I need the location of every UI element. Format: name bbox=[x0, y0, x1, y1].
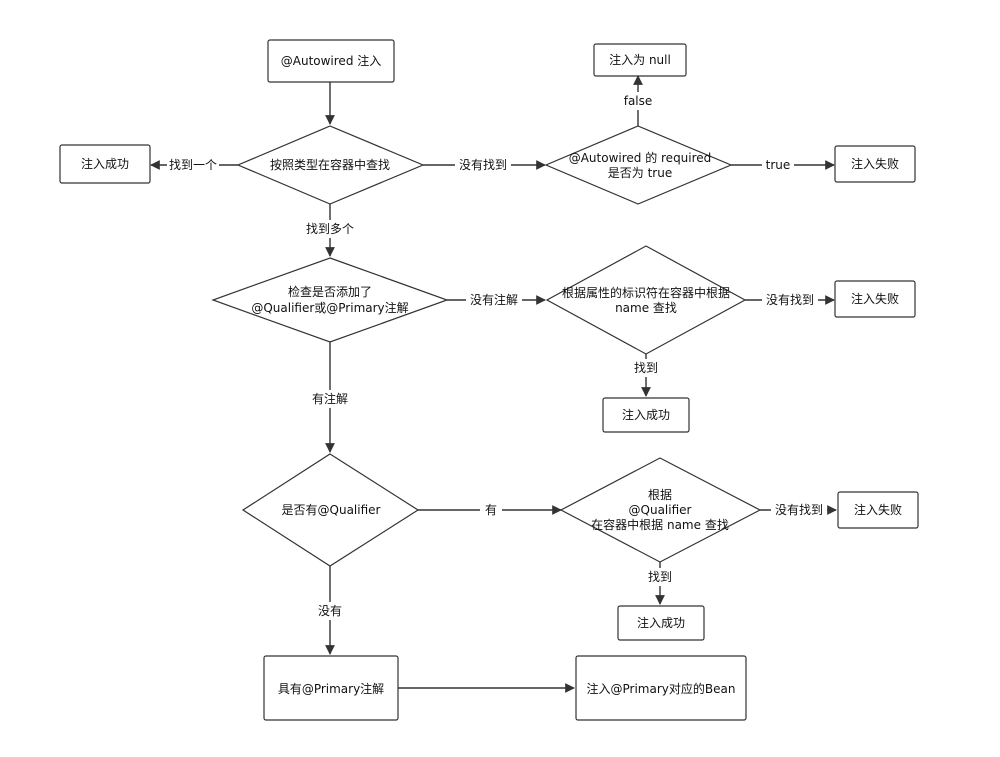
edge-label-has-annotation: 有注解 bbox=[312, 391, 348, 406]
node-required-check-line-2: 是否为 true bbox=[608, 166, 672, 180]
node-success-2: 注入成功 bbox=[602, 397, 690, 433]
node-qualifier-find: 根据 @Qualifier 在容器中根据 name 查找 bbox=[559, 457, 762, 563]
node-fail-3: 注入失败 bbox=[837, 491, 919, 529]
node-qualifier-find-line-1: 根据 bbox=[648, 488, 672, 502]
node-qualifier-find-line-2: @Qualifier bbox=[629, 503, 692, 517]
node-start: @Autowired 注入 bbox=[267, 39, 395, 83]
node-fail-1: 注入失败 bbox=[834, 145, 916, 183]
node-find-by-type-text: 按照类型在容器中查找 bbox=[270, 157, 390, 172]
node-fail-2: 注入失败 bbox=[834, 280, 916, 318]
node-success-2-text: 注入成功 bbox=[622, 407, 670, 422]
edge-label-false: false bbox=[624, 94, 653, 108]
node-success-1: 注入成功 bbox=[59, 144, 151, 184]
edge-label-found-2: 找到 bbox=[634, 361, 658, 375]
node-has-qualifier: 是否有@Qualifier bbox=[241, 453, 420, 567]
edge-labels: 找到一个 没有找到 false true 找到多个 没有注解 没有找到 找到 有… bbox=[167, 92, 827, 620]
node-check-annotation: 检查是否添加了 @Qualifier或@Primary注解 bbox=[211, 257, 449, 343]
edge-label-no-annotation: 没有注解 bbox=[470, 292, 518, 307]
node-start-text: @Autowired 注入 bbox=[281, 53, 382, 68]
edge-label-no-qualifier: 没有 bbox=[318, 603, 342, 618]
node-check-annotation-line-1: 检查是否添加了 bbox=[288, 284, 372, 299]
node-required-check-line-1: @Autowired 的 required bbox=[569, 150, 712, 165]
node-inject-primary-text: 注入@Primary对应的Bean bbox=[587, 681, 736, 696]
edge-label-true: true bbox=[766, 158, 791, 172]
node-has-primary-text: 具有@Primary注解 bbox=[278, 681, 384, 696]
node-success-3: 注入成功 bbox=[617, 605, 705, 641]
edge-label-found-one: 找到一个 bbox=[169, 158, 217, 172]
edge-label-found-3: 找到 bbox=[648, 570, 672, 584]
node-inject-null-text: 注入为 null bbox=[609, 52, 671, 67]
node-fail-3-text: 注入失败 bbox=[854, 502, 902, 517]
node-has-qualifier-text: 是否有@Qualifier bbox=[282, 503, 381, 517]
node-fail-1-text: 注入失败 bbox=[851, 156, 899, 171]
node-fail-2-text: 注入失败 bbox=[851, 291, 899, 306]
node-inject-primary: 注入@Primary对应的Bean bbox=[575, 655, 747, 721]
edge-label-not-found-3: 没有找到 bbox=[775, 502, 823, 517]
edge-label-not-found-2: 没有找到 bbox=[766, 292, 814, 307]
node-find-by-name: 根据属性的标识符在容器中根据 name 查找 bbox=[545, 245, 747, 355]
node-find-by-type: 按照类型在容器中查找 bbox=[236, 125, 425, 205]
node-required-check: @Autowired 的 required 是否为 true bbox=[544, 125, 733, 205]
node-has-primary: 具有@Primary注解 bbox=[263, 655, 399, 721]
edge-label-not-found-1: 没有找到 bbox=[459, 157, 507, 172]
edge-label-yes-qualifier: 有 bbox=[485, 503, 497, 517]
node-success-1-text: 注入成功 bbox=[81, 156, 129, 171]
node-check-annotation-line-2: @Qualifier或@Primary注解 bbox=[251, 300, 408, 315]
node-success-3-text: 注入成功 bbox=[637, 615, 685, 630]
node-inject-null: 注入为 null bbox=[593, 43, 687, 77]
edge-label-found-many: 找到多个 bbox=[306, 222, 354, 236]
node-find-by-name-line-1: 根据属性的标识符在容器中根据 bbox=[562, 285, 730, 300]
node-qualifier-find-line-3: 在容器中根据 name 查找 bbox=[591, 517, 729, 532]
node-find-by-name-line-2: name 查找 bbox=[615, 301, 677, 315]
